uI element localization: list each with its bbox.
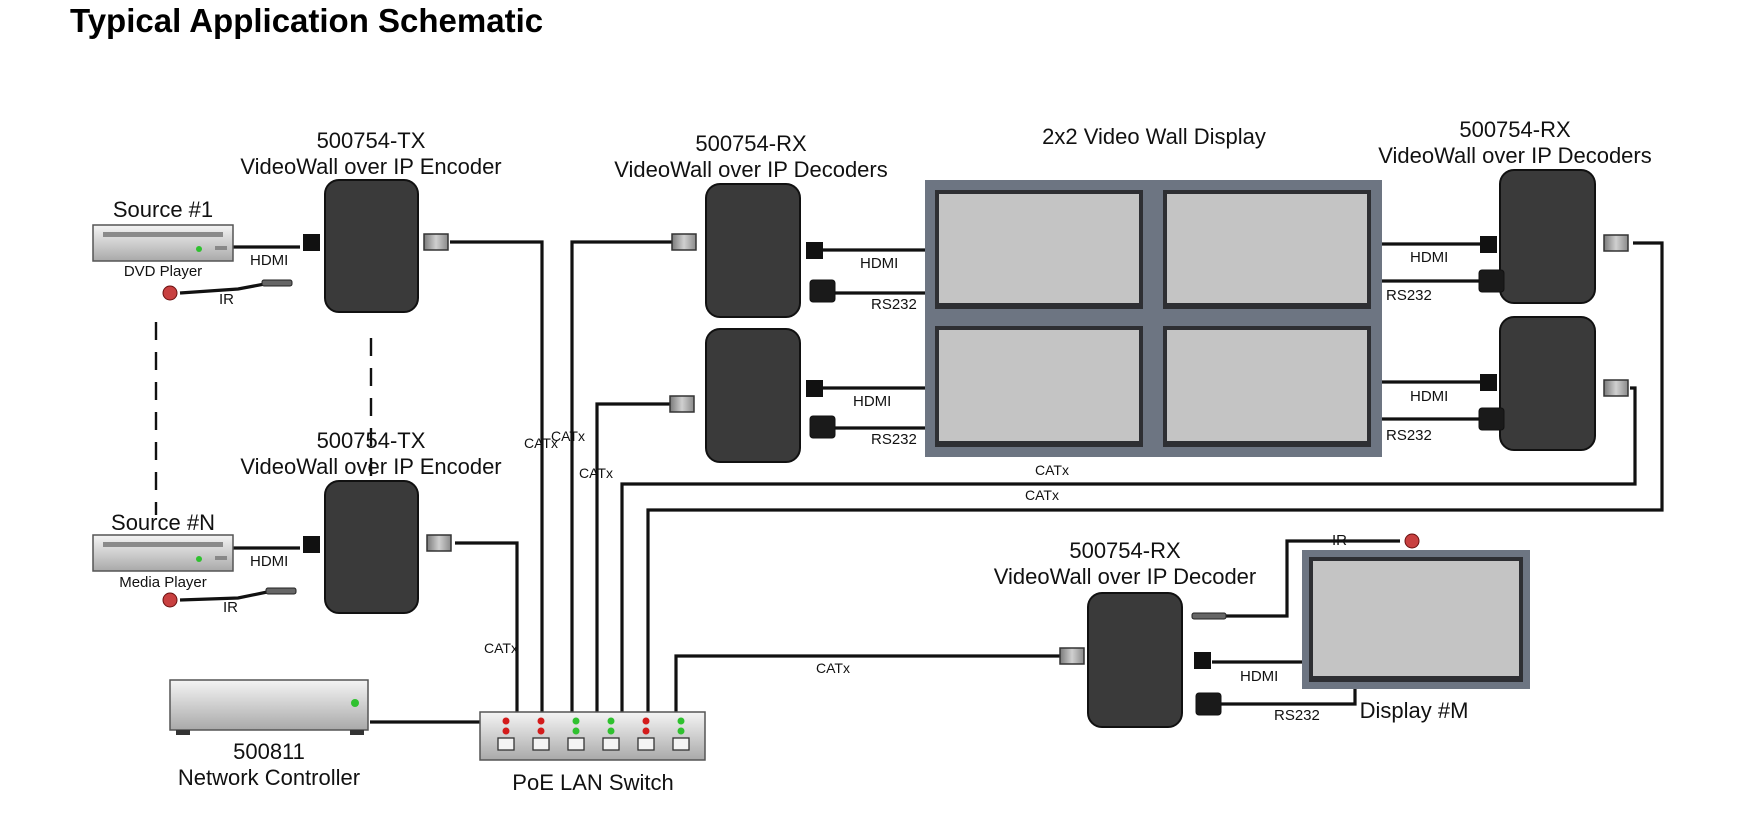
hdmi-label-displayM: HDMI bbox=[1240, 668, 1278, 685]
cable-catx-tx1 bbox=[450, 240, 544, 718]
cables bbox=[179, 240, 1664, 724]
rs232-label-displayM: RS232 bbox=[1274, 707, 1320, 724]
connectors bbox=[162, 233, 1629, 716]
cable-catx-rx-top bbox=[570, 240, 672, 718]
switch-ports bbox=[497, 737, 690, 751]
tx1-box bbox=[324, 179, 419, 313]
rx-right-top-box bbox=[1499, 169, 1596, 304]
controller-desc: Network Controller bbox=[178, 765, 360, 790]
cable-catx-rxr-bottom bbox=[620, 386, 1637, 718]
ir-label-source1: IR bbox=[219, 291, 234, 308]
hdmi-label-source1: HDMI bbox=[250, 252, 288, 269]
display-m bbox=[1302, 550, 1530, 689]
rx-right-model-label: 500754-RX bbox=[1459, 117, 1571, 142]
catx-label-rx-bottom: CATx bbox=[579, 465, 613, 481]
ir-label-sourceN: IR bbox=[223, 599, 238, 616]
hdmi-ports bbox=[303, 234, 1497, 669]
catx-label-rx-top: CATx bbox=[551, 428, 585, 444]
hdmi-label-rxr2: HDMI bbox=[1410, 388, 1448, 405]
hdmi-label-sourceN: HDMI bbox=[250, 553, 288, 570]
ir-label-displayM: IR bbox=[1332, 532, 1347, 549]
displayM-label: Display #M bbox=[1360, 698, 1469, 723]
hdmi-label-rx2: HDMI bbox=[853, 393, 891, 410]
rs232-label-rx1: RS232 bbox=[871, 296, 917, 313]
ir-jacks bbox=[261, 279, 1227, 620]
video-wall-display bbox=[925, 180, 1382, 457]
rx-right-desc-label: VideoWall over IP Decoders bbox=[1378, 143, 1652, 168]
rs232-label-rxr2: RS232 bbox=[1386, 427, 1432, 444]
cable-catx-rx-single bbox=[674, 654, 1060, 718]
videowall-label: 2x2 Video Wall Display bbox=[1042, 124, 1266, 149]
rx-single-model-label: 500754-RX bbox=[1069, 538, 1181, 563]
tx2-desc-label: VideoWall over IP Encoder bbox=[240, 454, 501, 479]
rx-single-desc-label: VideoWall over IP Decoder bbox=[994, 564, 1257, 589]
catx-label-tx1: CATx bbox=[524, 435, 558, 451]
tx2-model-label: 500754-TX bbox=[317, 428, 426, 453]
source1-title: Source #1 bbox=[113, 197, 213, 222]
source1-type: DVD Player bbox=[124, 263, 202, 280]
hdmi-label-rx1: HDMI bbox=[860, 255, 898, 272]
ir-emitters bbox=[162, 285, 1420, 608]
tx2-box bbox=[324, 480, 419, 614]
sourceN-player bbox=[92, 534, 234, 572]
rx-single-box bbox=[1087, 592, 1183, 728]
page-title: Typical Application Schematic bbox=[70, 2, 544, 39]
rs232-label-rxr1: RS232 bbox=[1386, 287, 1432, 304]
switch-leds bbox=[502, 717, 685, 735]
sourceN-type: Media Player bbox=[119, 574, 207, 591]
rj45-plugs bbox=[423, 233, 1629, 665]
network-controller-device bbox=[169, 679, 369, 735]
catx-label-tx2: CATx bbox=[484, 640, 518, 656]
tx1-desc-label: VideoWall over IP Encoder bbox=[240, 154, 501, 179]
cable-catx-rxr-top bbox=[646, 241, 1664, 718]
poe-switch-device bbox=[479, 711, 706, 761]
device-boxes bbox=[324, 169, 1596, 728]
cable-catx-tx2 bbox=[455, 541, 519, 718]
controller-model: 500811 bbox=[233, 739, 305, 764]
device-labels: 500754-TX VideoWall over IP Encoder 5007… bbox=[111, 117, 1652, 795]
catx-label-rxr-top: CATx bbox=[1025, 487, 1059, 503]
rx-right-bottom-box bbox=[1499, 316, 1596, 451]
rx-left-bottom-box bbox=[705, 328, 801, 463]
rx-left-desc-label: VideoWall over IP Decoders bbox=[614, 157, 888, 182]
switch-label: PoE LAN Switch bbox=[512, 770, 673, 795]
rs232-connectors bbox=[809, 269, 1505, 716]
cable-ir-source1 bbox=[179, 281, 271, 295]
rs232-label-rx2: RS232 bbox=[871, 431, 917, 448]
dashed-separators bbox=[154, 322, 373, 515]
signal-labels: HDMI HDMI IR IR HDMI RS232 HDMI RS232 HD… bbox=[219, 249, 1448, 724]
cable-ir-sourceN bbox=[179, 589, 273, 602]
hdmi-label-rxr1: HDMI bbox=[1410, 249, 1448, 266]
rx-left-model-label: 500754-RX bbox=[695, 131, 807, 156]
catx-label-rx-single: CATx bbox=[816, 660, 850, 676]
cable-ir-displayM bbox=[1226, 539, 1400, 618]
sourceN-title: Source #N bbox=[111, 510, 215, 535]
catx-label-rxr-bottom: CATx bbox=[1035, 462, 1069, 478]
cable-catx-rx-bottom bbox=[595, 402, 672, 718]
tx1-model-label: 500754-TX bbox=[317, 128, 426, 153]
rx-left-top-box bbox=[705, 183, 801, 318]
source1-player bbox=[92, 224, 234, 262]
